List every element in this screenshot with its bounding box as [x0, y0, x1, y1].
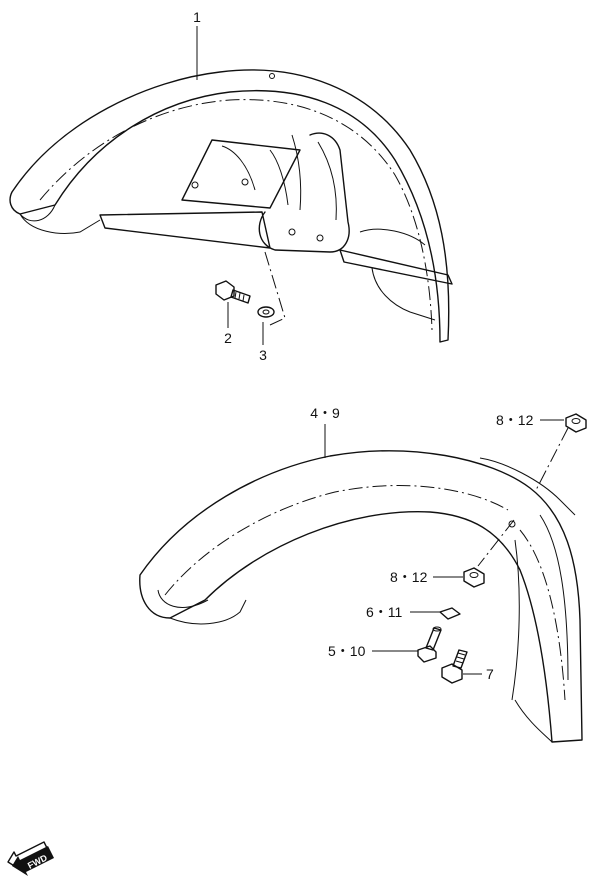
- callout-1: 1: [193, 9, 201, 25]
- callout-8-12-mid: 8・12: [390, 569, 428, 585]
- callout-8-12-top: 8・12: [496, 412, 534, 428]
- callout-4-9: 4・9: [310, 405, 340, 421]
- bolt-icon: [215, 280, 251, 304]
- callout-7: 7: [486, 666, 494, 682]
- bolt-icon: [441, 649, 468, 684]
- nut-icon: [463, 567, 485, 588]
- callout-6-11: 6・11: [366, 604, 403, 620]
- callout-3: 3: [259, 347, 267, 363]
- fender-4-9: [139, 450, 583, 743]
- washer-icon: [439, 607, 461, 620]
- callout-2: 2: [224, 330, 232, 346]
- bolt-icon: [417, 626, 442, 663]
- fwd-arrow-icon: FWD: [7, 841, 54, 876]
- fender-1: [9, 69, 453, 343]
- nut-icon: [565, 413, 587, 433]
- washer-icon: [257, 306, 275, 318]
- callout-5-10: 5・10: [328, 643, 366, 659]
